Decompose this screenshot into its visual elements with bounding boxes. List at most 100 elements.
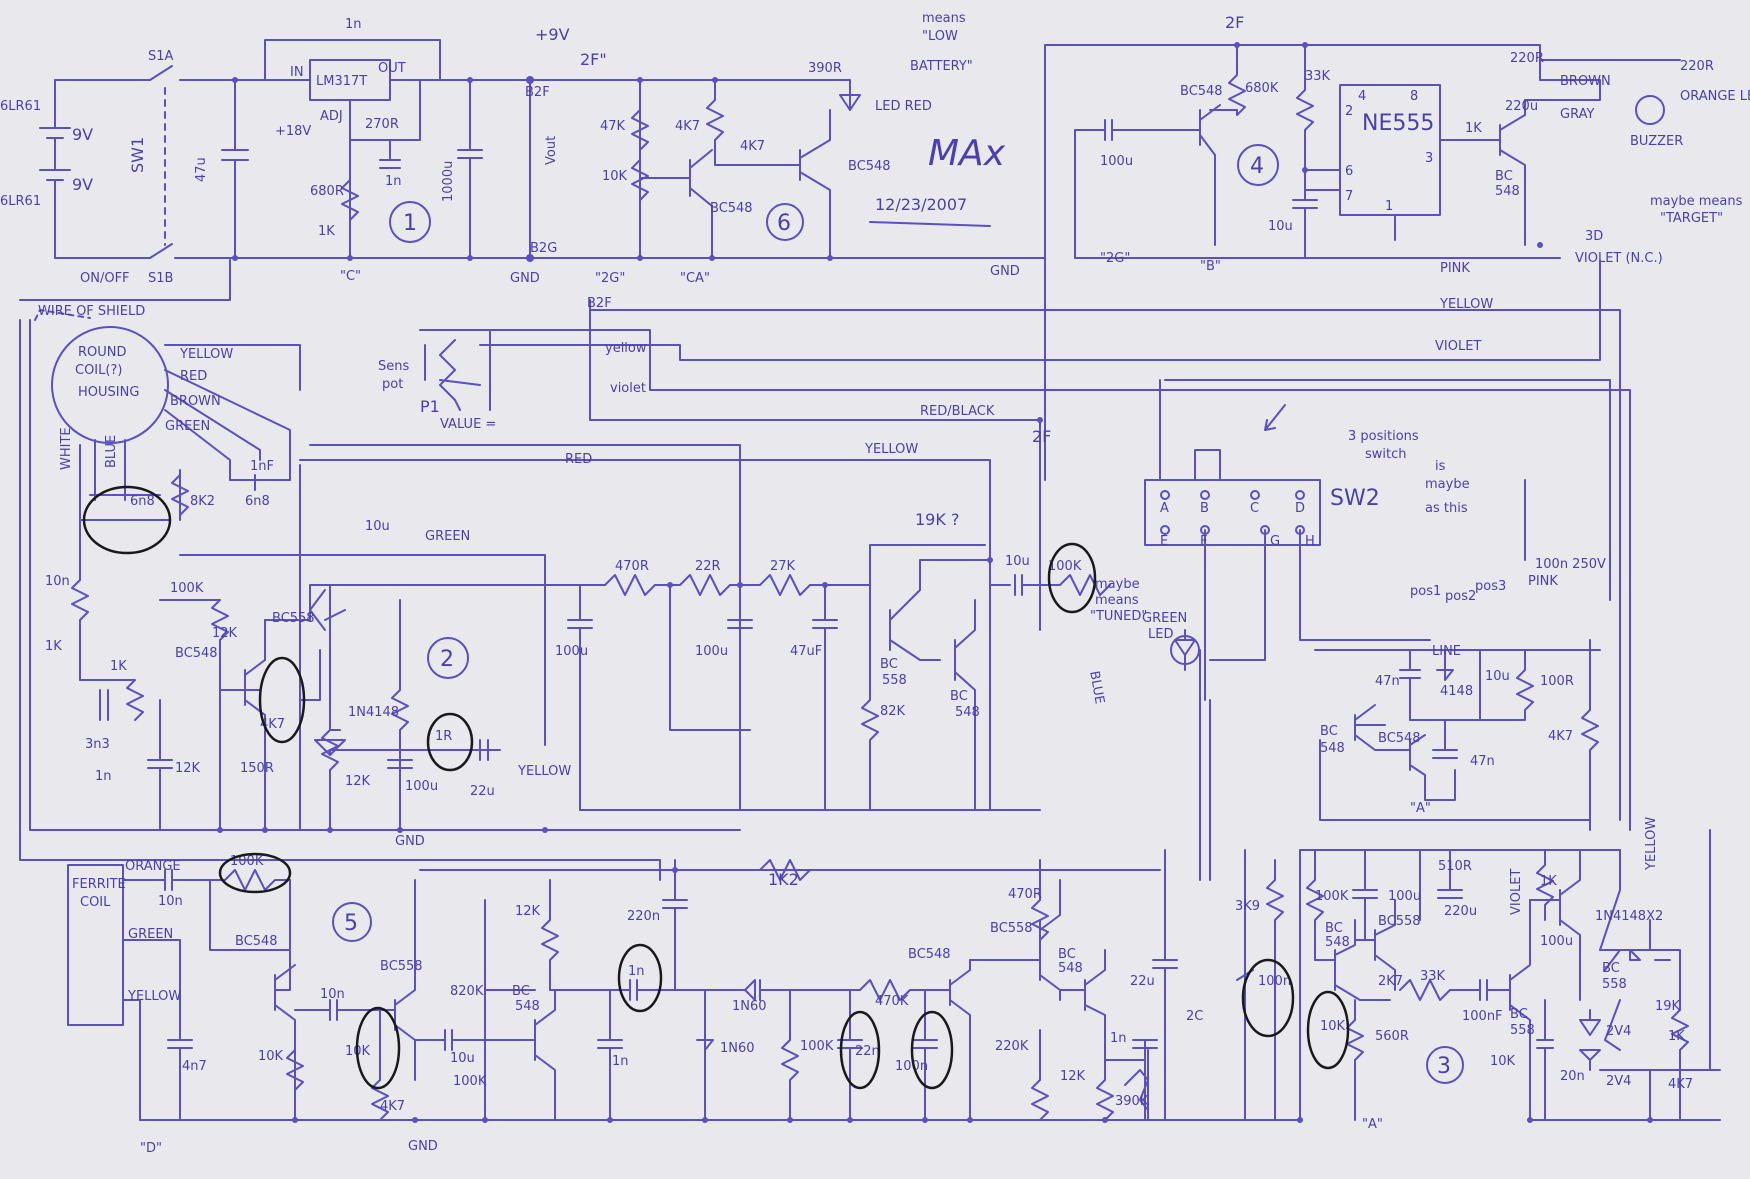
c100u-preamp-label: 100u — [405, 779, 438, 794]
c47uf-label: 47uF — [790, 644, 822, 659]
timer-b-label: "B" — [1200, 259, 1221, 274]
block-number-2: 2 — [440, 647, 454, 672]
c47n-label: 47n — [1375, 674, 1400, 689]
block-number-6: 6 — [777, 211, 791, 236]
c100u-timer-label: 100u — [1100, 154, 1133, 169]
r560-label: 560R — [1375, 1029, 1409, 1044]
r12k-b-label: 12K — [1060, 1069, 1086, 1084]
gnd-label-2: GND — [990, 264, 1020, 279]
d1n60-b-label: 1N60 — [720, 1041, 755, 1056]
coil-red-label: RED — [180, 369, 207, 384]
sw2-pos2: pos2 — [1445, 589, 1476, 604]
highlight-circle-22n — [839, 1010, 881, 1090]
block-number-6-circle — [766, 203, 804, 241]
ferrite-text-2: COIL — [80, 895, 111, 910]
r10k-label: 10K — [602, 169, 628, 184]
timer-q-label: BC548 — [1180, 84, 1223, 99]
r12k-preamp-label: 12K — [212, 626, 238, 641]
c1n-osc-label: 1n — [628, 964, 645, 979]
line-label: LINE — [1432, 644, 1461, 659]
pot-text-1: Sens — [378, 359, 409, 374]
sw2-pin-c: C — [1250, 501, 1259, 516]
sw2-pin-f: F — [1200, 534, 1207, 549]
r4k7-dtct-label: 4K7 — [1548, 729, 1573, 744]
r19k-label: 19K ? — [915, 510, 959, 529]
node-2f-label: 2F" — [580, 50, 607, 69]
c10u-dtct-label: 10u — [1485, 669, 1510, 684]
c10n-preamp-label: 10n — [45, 574, 70, 589]
date-label: 12/23/2007 — [875, 195, 967, 214]
c100u-out-label: 100u — [1388, 889, 1421, 904]
node-a-dtct: "A" — [1410, 801, 1431, 816]
c220u-out-label: 220u — [1444, 904, 1477, 919]
r100k-out-label: 100K — [1315, 889, 1349, 904]
r3k9-label: 3K9 — [1235, 899, 1260, 914]
pink-wire-label: PINK — [1440, 261, 1470, 276]
tuned-note-4: GREEN — [1142, 611, 1187, 626]
ne555-pin3: 3 — [1425, 151, 1433, 166]
tuned-note-5: LED — [1148, 627, 1173, 642]
r1ka-label: 1K — [45, 639, 62, 654]
violet-out-label: VIOLET — [1509, 869, 1524, 915]
coil-housing — [34, 309, 301, 521]
bat-1-label: 9V — [72, 125, 93, 144]
bat-type-1: 6LR61 — [0, 99, 41, 114]
signature: MAx — [928, 133, 1006, 174]
r100k-preamp-label: 100K — [170, 581, 204, 596]
highlight-circle-100n-out — [1241, 958, 1295, 1038]
yellow-out-label: YELLOW — [1644, 817, 1659, 871]
b2g-label: B2G — [530, 241, 557, 256]
q1-bc548-out: BC — [1325, 921, 1343, 936]
c100u-b-out-label: 100u — [1540, 934, 1573, 949]
violet-small-label: violet — [610, 381, 646, 396]
lowbat-note-3: BATTERY" — [910, 59, 973, 74]
sw2-text-2: switch — [1365, 447, 1407, 462]
r220k-label: 220K — [995, 1039, 1029, 1054]
gray-wire-label: GRAY — [1560, 107, 1594, 122]
r270-label: 270R — [365, 117, 399, 132]
highlight-circle-10k — [355, 1006, 401, 1090]
timer-section — [1039, 42, 1681, 259]
r470-label: 470R — [615, 559, 649, 574]
ne555-pin2: 2 — [1345, 104, 1353, 119]
coil-white-label: WHITE — [59, 427, 74, 470]
tuned-note-3: "TUNED" — [1090, 609, 1147, 624]
highlight-circle-1n — [617, 943, 663, 1013]
r10k-out-label: 10K — [1320, 1019, 1346, 1034]
node-c-label: "C" — [340, 269, 361, 284]
node-a-out: "A" — [1362, 1117, 1383, 1132]
c100n-250v-label: 100n 250V — [1535, 557, 1606, 572]
oscillator-section — [67, 849, 1301, 1123]
bat-2-label: 9V — [72, 175, 93, 194]
q2-bc558-osc: BC558 — [380, 959, 423, 974]
q3b-bc558-out: 558 — [1510, 1023, 1535, 1038]
ne555-pin1: 1 — [1385, 199, 1393, 214]
c100n-out-label: 100n — [1258, 974, 1291, 989]
r220a-label: 220R — [1510, 51, 1544, 66]
output-section — [1236, 829, 1721, 1123]
onoff-label: ON/OFF — [80, 271, 130, 286]
sw2-pin-b: B — [1200, 501, 1209, 516]
sens-pot — [419, 329, 501, 411]
q6b-bc548-osc: 548 — [1058, 961, 1083, 976]
zener-2-label: 2V4 — [1606, 1074, 1631, 1089]
r390k-label: 390K — [1115, 1094, 1149, 1109]
node-d-label: "D" — [140, 1141, 162, 1156]
highlight-circle-100k-osc — [218, 852, 292, 894]
sw1-label: SW1 — [128, 137, 147, 173]
r19k-out-label: 19K — [1655, 999, 1681, 1014]
q1b-bc548-out: 548 — [1325, 935, 1350, 950]
sw2-pin-a: A — [1160, 501, 1169, 516]
target-note-2: "TARGET" — [1660, 211, 1723, 226]
signature-underline — [869, 221, 991, 227]
r4k7a-label: 4K7 — [675, 119, 700, 134]
r1r-label: 1R — [435, 729, 452, 744]
yellow-wire-label: YELLOW — [1439, 297, 1493, 312]
b2f-wire-label: B2F — [587, 296, 612, 311]
r100k-filter-label: 100K — [1048, 559, 1082, 574]
pot-text-2: pot — [382, 377, 403, 392]
q2-bc548-dtct: BC548 — [1378, 731, 1421, 746]
blue-wire-label: BLUE — [1086, 670, 1107, 705]
tuned-note-1: maybe — [1095, 577, 1140, 592]
highlight-circle-10k-out — [1306, 990, 1350, 1070]
